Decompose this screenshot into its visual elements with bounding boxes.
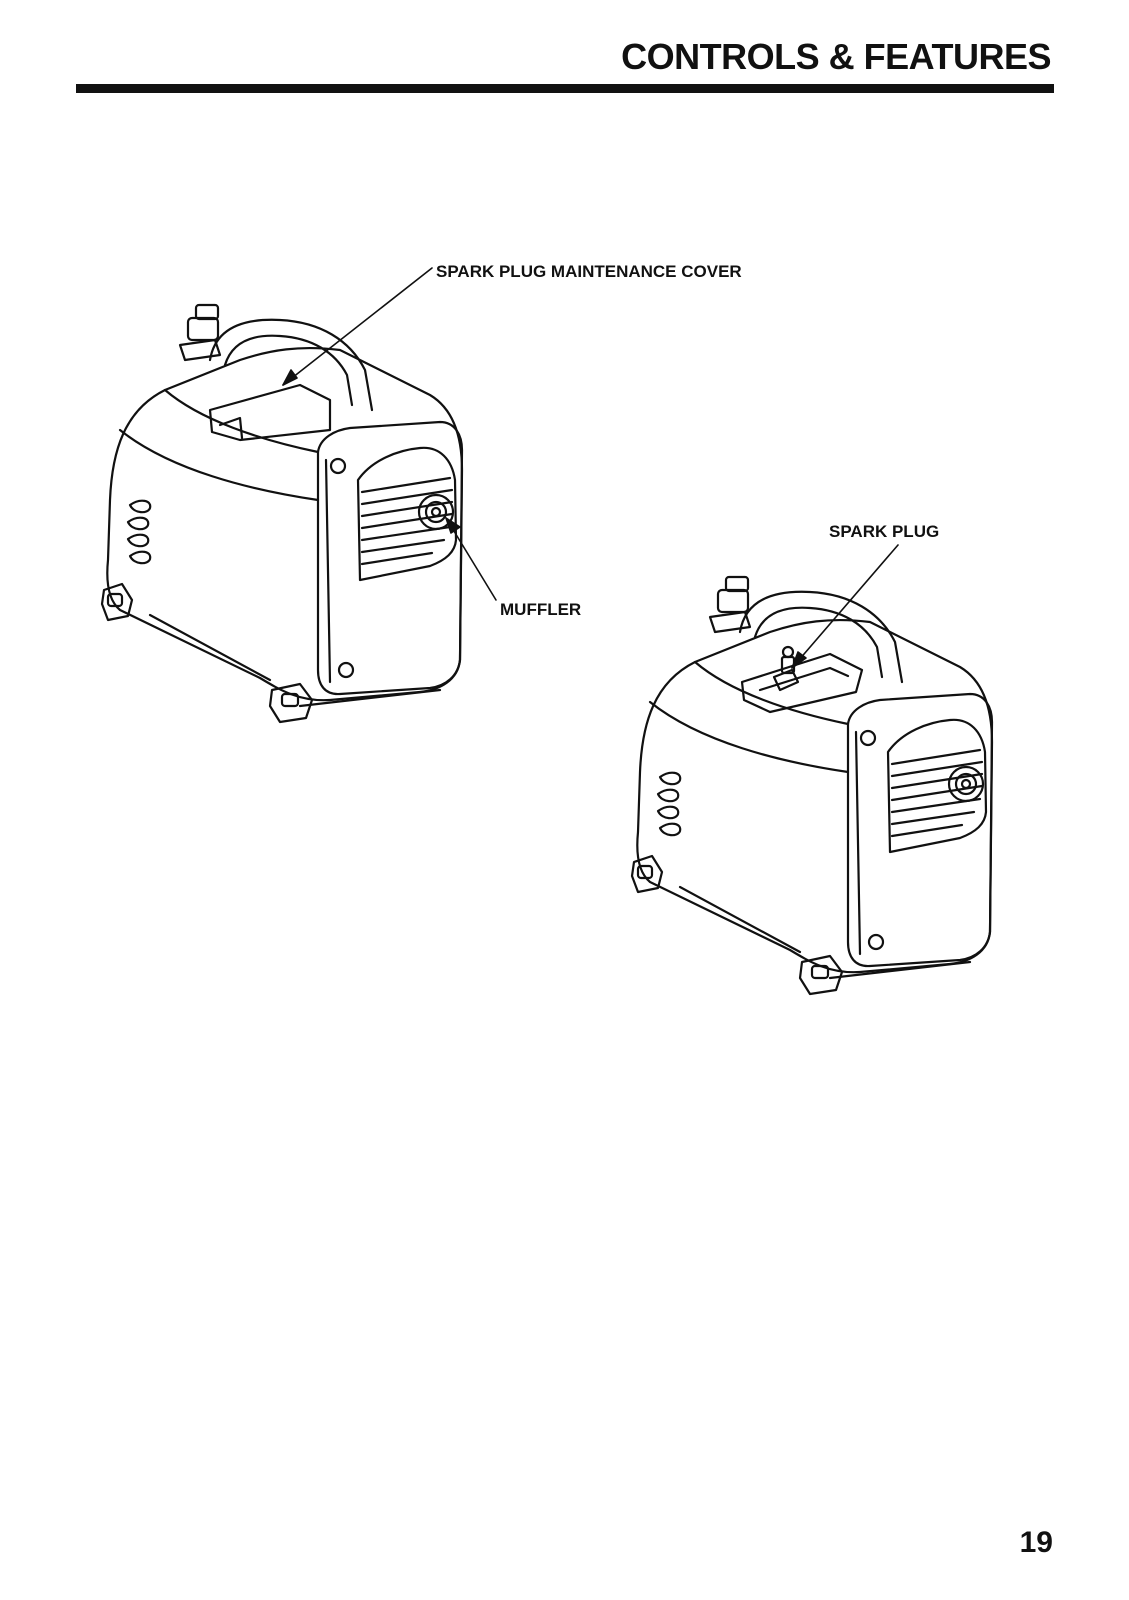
page-number: 19	[1019, 1526, 1053, 1559]
muffler-label: MUFFLER	[500, 600, 582, 619]
callout-arrows-2	[791, 544, 899, 669]
header-rule	[76, 84, 1054, 93]
spark-plug-label: SPARK PLUG	[829, 522, 940, 541]
generator-illustration	[100, 303, 464, 724]
spark-plug-maintenance-cover-label: SPARK PLUG MAINTENANCE COVER	[436, 262, 742, 281]
generator-cover-open-illustration	[630, 575, 994, 996]
page-title: CONTROLS & FEATURES	[621, 36, 1051, 77]
callout-arrows-1	[282, 267, 497, 601]
